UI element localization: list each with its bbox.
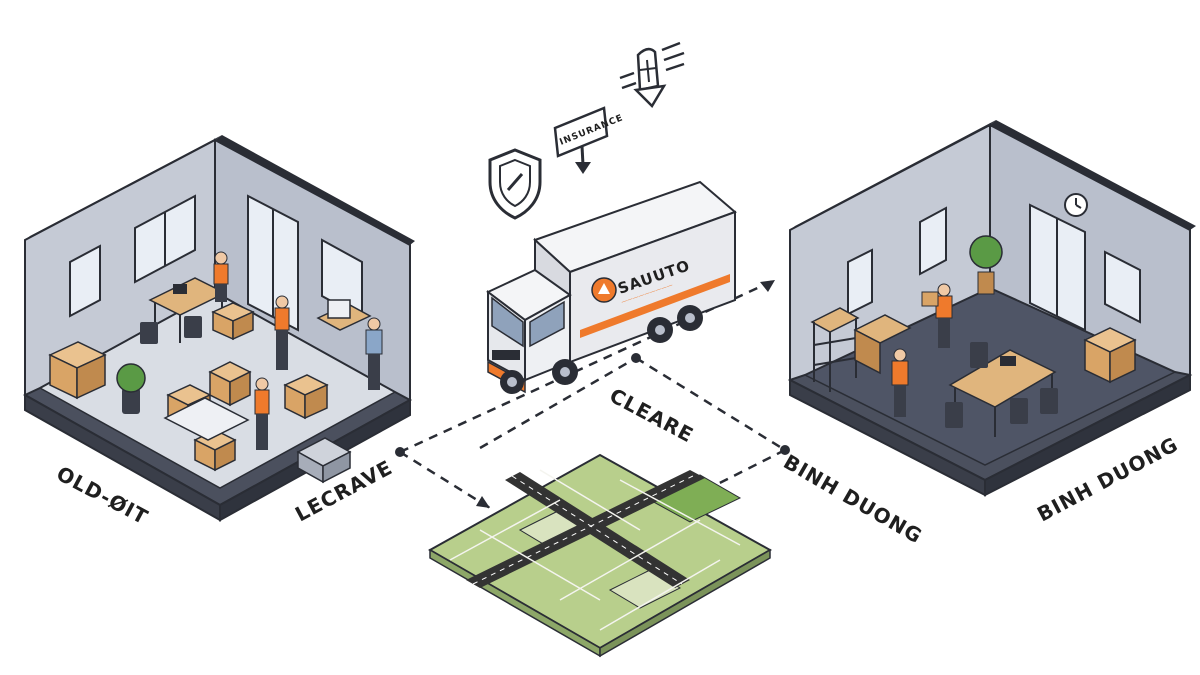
insurance-sign-icon: INSURANCE bbox=[553, 106, 625, 174]
label-clear: CLEARE bbox=[606, 383, 698, 447]
label-route-destination: BINH DUONG bbox=[780, 450, 927, 549]
download-arrow-icon bbox=[619, 41, 685, 109]
cardboard-boxes bbox=[48, 302, 329, 472]
movers bbox=[213, 251, 383, 450]
old-office-room bbox=[22, 135, 415, 522]
moving-truck bbox=[486, 180, 737, 394]
shield-icon bbox=[488, 148, 542, 220]
route-map bbox=[427, 453, 773, 658]
new-office-room bbox=[787, 120, 1196, 497]
